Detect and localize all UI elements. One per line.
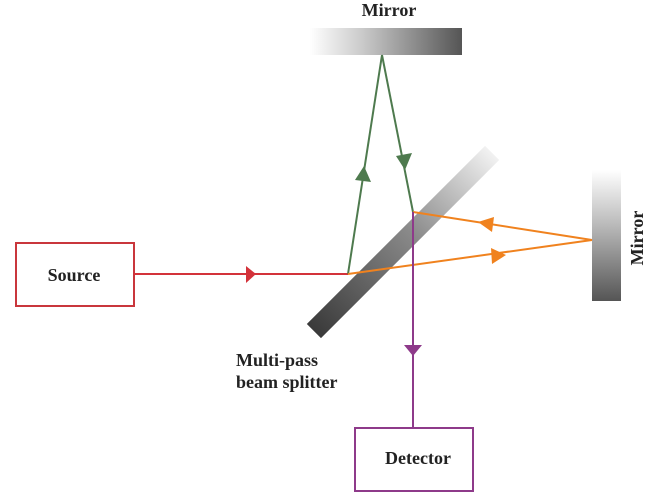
source-label: Source <box>48 265 101 285</box>
right-mirror-label: Mirror <box>627 211 647 266</box>
horizontal-arm-return-arrow <box>478 217 494 232</box>
vertical-arm-down-beam <box>381 54 414 213</box>
vertical-arm-up-beam <box>347 54 383 275</box>
horizontal-arm-out-arrow <box>491 248 506 264</box>
top-mirror <box>310 28 462 55</box>
horizontal-arm-out-beam <box>347 239 593 275</box>
beam-splitter <box>306 145 500 339</box>
source-beam-arrow <box>246 266 256 283</box>
right-mirror <box>592 170 621 301</box>
detector-beam-arrow <box>404 345 422 356</box>
splitter-label-line1: Multi-pass <box>236 350 318 370</box>
detector-label: Detector <box>385 448 451 468</box>
detector-box <box>354 427 474 492</box>
source-box <box>15 242 135 307</box>
vertical-arm-down-arrow <box>396 153 412 170</box>
top-mirror-label: Mirror <box>362 0 417 20</box>
vertical-arm-up-arrow <box>355 166 371 182</box>
horizontal-arm-return-beam <box>412 211 593 241</box>
splitter-label-line2: beam splitter <box>236 372 337 392</box>
